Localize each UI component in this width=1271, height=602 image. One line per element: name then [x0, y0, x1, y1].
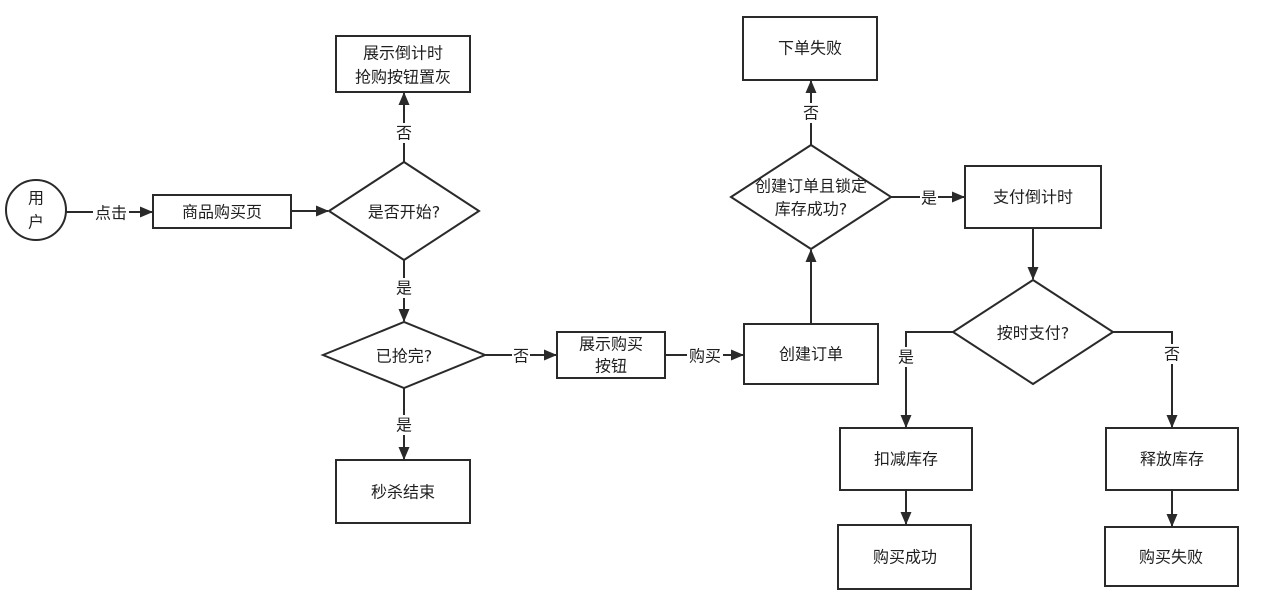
- show-countdown-label-line1: 展示倒计时: [363, 44, 443, 63]
- edge-is-started-no: 否: [395, 92, 413, 162]
- node-is-started: 是否开始?: [327, 160, 481, 262]
- deduct-stock-box: [839, 427, 973, 491]
- edge-is-started-yes: 是: [395, 260, 413, 322]
- edge-label-click: 点击: [95, 204, 127, 223]
- purchase-failed-box: [1104, 526, 1239, 587]
- node-deduct-stock: 扣减库存: [839, 427, 973, 491]
- show-countdown-box: [335, 35, 471, 93]
- edge-label-no: 否: [513, 347, 529, 366]
- edge-label-bg: [395, 123, 413, 143]
- edge-paid-no: 否: [1113, 331, 1181, 428]
- node-order-failed: 下单失败: [742, 16, 878, 81]
- edge-label-yes: 是: [921, 189, 937, 208]
- edge-label-bg: [395, 278, 413, 298]
- flash-sale-end-label: 秒杀结束: [371, 483, 435, 502]
- edge-label-bg: [897, 347, 915, 367]
- deduct-stock-label: 扣减库存: [874, 450, 938, 469]
- node-user: 用 户: [5, 179, 67, 241]
- is-started-label: 是否开始?: [368, 203, 441, 222]
- edge-label-bg: [395, 415, 413, 435]
- node-show-buy-button: 展示购买 按钮: [556, 331, 666, 379]
- user-label-line2: 户: [28, 213, 44, 232]
- edge-label-bg: [802, 103, 820, 123]
- purchase-failed-label: 购买失败: [1139, 548, 1203, 567]
- edge-label-bg: [920, 188, 938, 208]
- node-purchase-failed: 购买失败: [1104, 526, 1239, 587]
- user-circle: [5, 179, 67, 241]
- edge-order-locked-no: 否: [802, 80, 820, 145]
- node-release-stock: 释放库存: [1105, 427, 1239, 491]
- order-failed-label: 下单失败: [778, 39, 842, 58]
- flash-sale-end-box: [335, 459, 471, 524]
- edge-label-bg: [1163, 344, 1181, 364]
- edge-label-bg: [93, 203, 129, 223]
- edge-order-locked-yes: 是: [891, 188, 965, 208]
- show-countdown-label-line2: 抢购按钮置灰: [355, 68, 451, 87]
- edge-label-yes: 是: [396, 416, 412, 435]
- payment-countdown-label: 支付倒计时: [993, 188, 1073, 207]
- edge-label-no: 否: [803, 104, 819, 123]
- create-order-label: 创建订单: [779, 345, 843, 364]
- order-locked-label-line2: 库存成功?: [775, 200, 848, 219]
- is-sold-out-label: 已抢完?: [376, 347, 433, 366]
- purchase-success-label: 购买成功: [873, 548, 937, 567]
- is-started-diamond: [327, 160, 481, 262]
- node-payment-countdown: 支付倒计时: [964, 165, 1102, 229]
- edge-label-no: 否: [1164, 345, 1180, 364]
- order-failed-box: [742, 16, 878, 81]
- edge-user-to-product-page: 点击: [66, 203, 153, 223]
- release-stock-box: [1105, 427, 1239, 491]
- is-sold-out-diamond: [320, 320, 488, 390]
- product-page-label: 商品购买页: [182, 203, 262, 222]
- arrow-paid-on-time-to-release-stock: [1113, 331, 1178, 428]
- edge-is-sold-out-no: 否: [485, 345, 557, 366]
- create-order-box: [743, 323, 879, 385]
- purchase-success-box: [837, 524, 972, 590]
- show-buy-button-label-line1: 展示购买: [579, 335, 643, 354]
- node-paid-on-time: 按时支付?: [951, 278, 1115, 386]
- node-show-countdown: 展示倒计时 抢购按钮置灰: [335, 35, 471, 93]
- node-product-page: 商品购买页: [152, 194, 292, 229]
- order-locked-label-line1: 创建订单且锁定: [755, 177, 867, 196]
- edge-label-bg: [512, 345, 530, 365]
- arrow-paid-on-time-to-deduct-stock: [900, 331, 953, 428]
- node-is-sold-out: 已抢完?: [320, 320, 488, 390]
- release-stock-label: 释放库存: [1140, 450, 1204, 469]
- edge-label-yes: 是: [396, 279, 412, 298]
- edge-is-sold-out-yes: 是: [395, 388, 413, 460]
- node-create-order: 创建订单: [743, 323, 879, 385]
- node-order-locked: 创建订单且锁定 库存成功?: [729, 143, 893, 251]
- edge-buy: 购买: [665, 345, 744, 366]
- edge-label-yes: 是: [898, 348, 914, 367]
- edge-label-no: 否: [396, 124, 412, 143]
- paid-on-time-label: 按时支付?: [997, 324, 1070, 343]
- order-locked-diamond: [729, 143, 893, 251]
- product-page-box: [152, 194, 292, 229]
- paid-on-time-diamond: [951, 278, 1115, 386]
- show-buy-button-box: [556, 331, 666, 379]
- edge-paid-yes: 是: [897, 331, 953, 428]
- edge-label-bg: [687, 345, 723, 365]
- user-label-line1: 用: [28, 189, 44, 208]
- node-flash-sale-end: 秒杀结束: [335, 459, 471, 524]
- edge-label-buy: 购买: [689, 347, 721, 366]
- node-purchase-success: 购买成功: [837, 524, 972, 590]
- payment-countdown-box: [964, 165, 1102, 229]
- show-buy-button-label-line2: 按钮: [595, 357, 627, 376]
